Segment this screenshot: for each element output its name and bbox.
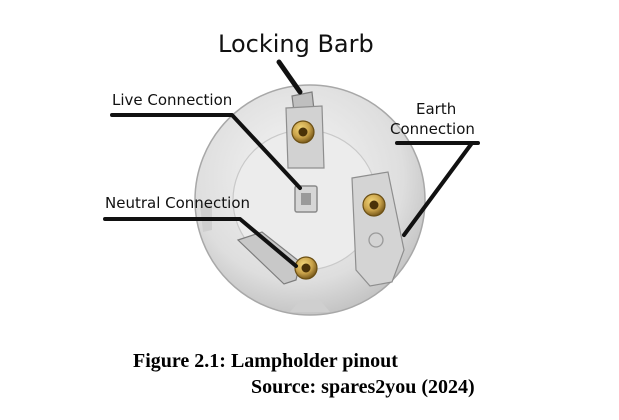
figure-source: Source: spares2you (2024) [251, 376, 475, 398]
earth-screw-hole [369, 200, 379, 210]
lampholder-diagram [103, 59, 480, 316]
neutral-screw-hole [301, 263, 311, 273]
leader-earth [395, 141, 480, 237]
earth-symbol-icon [368, 232, 384, 248]
live-screw-hole [298, 127, 308, 137]
live-connection-label: Live Connection [112, 91, 233, 109]
rim-notch-left [200, 200, 212, 232]
leader-live [110, 113, 302, 190]
neutral-connection-label: Neutral Connection [105, 194, 251, 212]
centre-contact-pin [301, 193, 311, 205]
leader-neutral [103, 217, 298, 268]
leader-locking-barb [276, 59, 303, 95]
rim-notch-bottom [290, 300, 330, 312]
earth-connection-label-line1: Earth [416, 100, 457, 118]
earth-connection-label-line2: Connection [390, 120, 475, 138]
locking-barb-label: Locking Barb [218, 30, 374, 58]
figure-caption: Figure 2.1: Lampholder pinout [133, 350, 398, 372]
